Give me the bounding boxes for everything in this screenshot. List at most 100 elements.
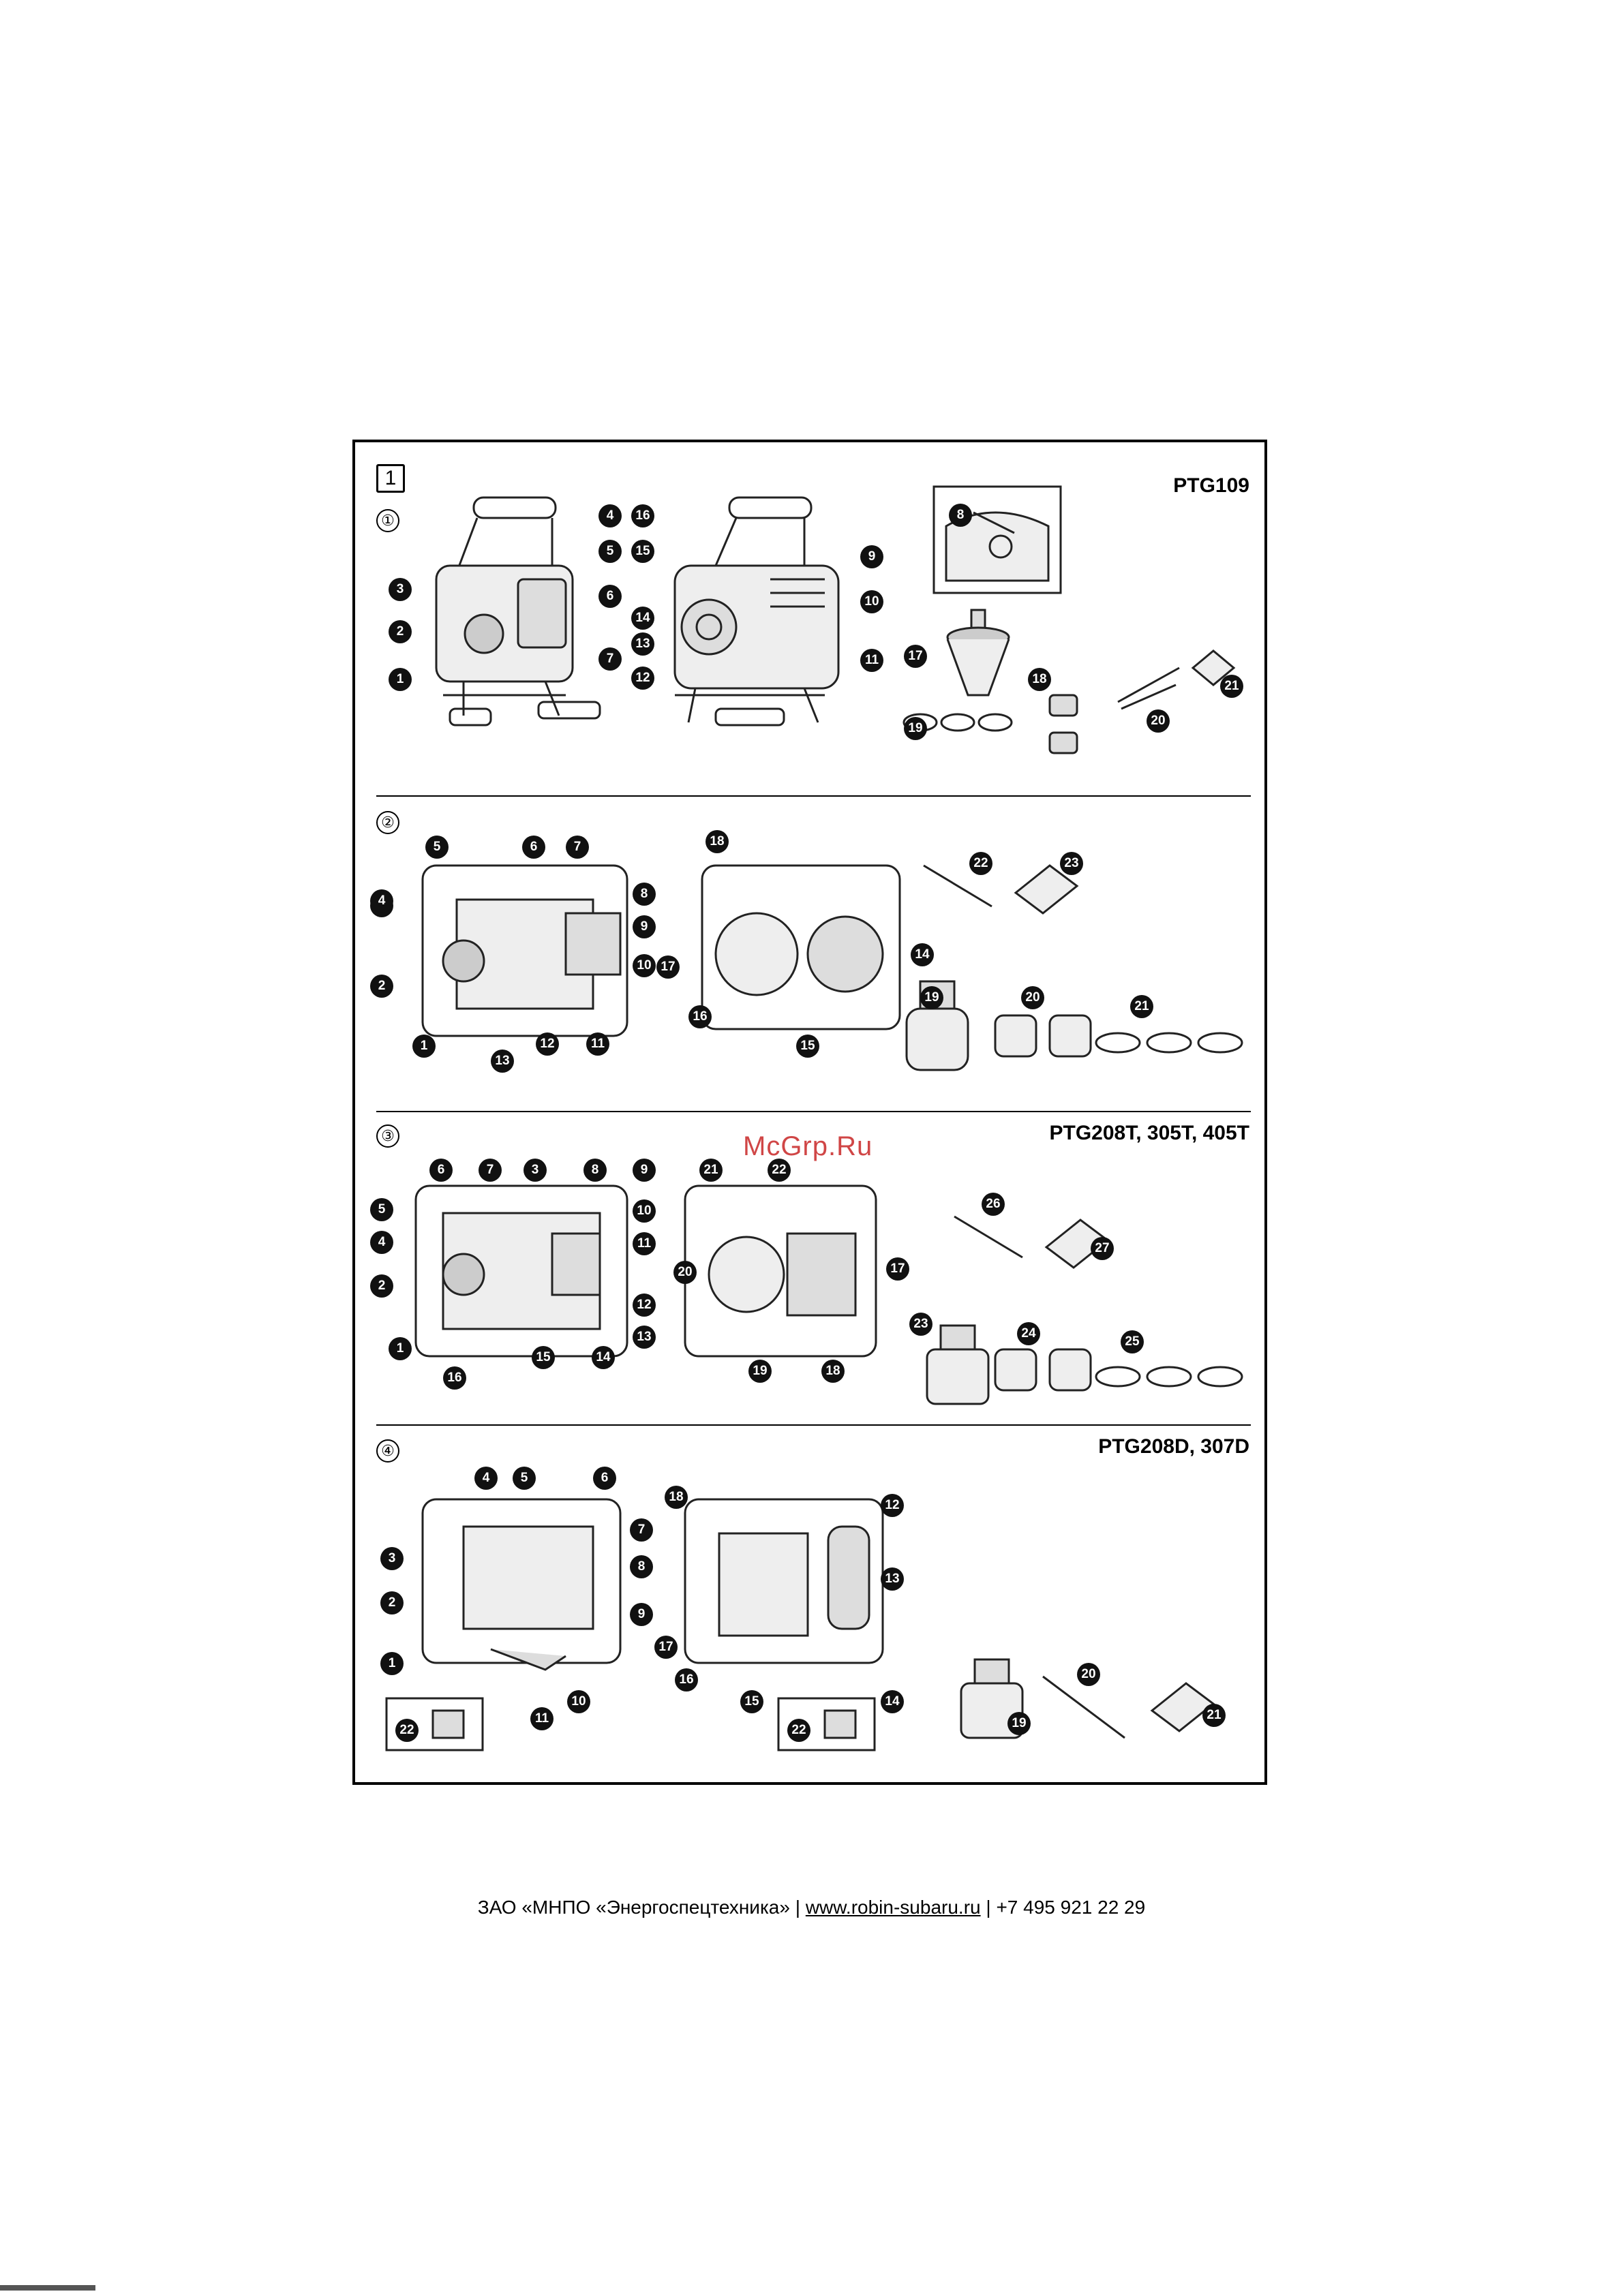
callout-s3-14: 14 bbox=[592, 1346, 615, 1369]
callout-s3-20: 20 bbox=[673, 1261, 697, 1284]
section3-clamps-illustration bbox=[1091, 1356, 1247, 1397]
callout-s1-6: 6 bbox=[598, 585, 622, 608]
callout-s3-21: 21 bbox=[699, 1159, 723, 1182]
callout-s1-10: 10 bbox=[860, 590, 883, 613]
callout-s1-17: 17 bbox=[904, 645, 927, 668]
callout-s2-7: 7 bbox=[566, 836, 589, 859]
section2-clamps-illustration bbox=[1091, 1022, 1247, 1063]
callout-s2-22: 22 bbox=[969, 852, 992, 875]
callout-s1-14: 14 bbox=[631, 607, 654, 630]
callout-s2-19: 19 bbox=[920, 986, 943, 1009]
section3-wrench-illustration bbox=[947, 1210, 1029, 1264]
figure-number: 1 bbox=[376, 464, 405, 493]
callout-s3-7: 7 bbox=[479, 1159, 502, 1182]
callout-s2-15: 15 bbox=[796, 1035, 819, 1058]
watermark-text: McGrp.Ru bbox=[743, 1131, 873, 1161]
pump-ptg109-front-illustration bbox=[409, 491, 620, 736]
callout-s3-19: 19 bbox=[748, 1360, 772, 1383]
footer-phone: +7 495 921 22 29 bbox=[996, 1897, 1146, 1918]
callout-s2-11: 11 bbox=[586, 1032, 609, 1056]
section-4-marker: ④ bbox=[376, 1439, 399, 1463]
callout-s2-20: 20 bbox=[1021, 986, 1044, 1009]
callout-s4-3: 3 bbox=[380, 1547, 404, 1570]
callout-s2-2: 2 bbox=[370, 975, 393, 998]
callout-s4-7: 7 bbox=[630, 1518, 653, 1542]
callout-s3-13: 13 bbox=[633, 1326, 656, 1349]
callout-s2-14: 14 bbox=[911, 943, 934, 966]
callout-s3-3: 3 bbox=[524, 1159, 547, 1182]
callout-s4-2: 2 bbox=[380, 1591, 404, 1614]
page-edge-bar bbox=[0, 2285, 95, 2291]
section-3-model: PTG208T, 305T, 405T bbox=[1049, 1122, 1250, 1144]
section3-couplings-illustration bbox=[988, 1336, 1097, 1404]
callout-s3-27: 27 bbox=[1091, 1237, 1114, 1260]
callout-s3-23: 23 bbox=[909, 1313, 932, 1336]
callout-s1-16: 16 bbox=[631, 504, 654, 527]
section4-wrench-illustration bbox=[1036, 1670, 1132, 1745]
callout-s2-23: 23 bbox=[1060, 852, 1083, 875]
callout-s4-22-left: 22 bbox=[395, 1719, 419, 1742]
callout-s4-17: 17 bbox=[654, 1636, 678, 1659]
callout-s2-18: 18 bbox=[706, 830, 729, 853]
callout-s3-6: 6 bbox=[429, 1159, 453, 1182]
pump-ptg109-rear-illustration bbox=[634, 491, 859, 736]
callout-s3-18: 18 bbox=[821, 1360, 845, 1383]
callout-s4-1: 1 bbox=[380, 1652, 404, 1675]
callout-s3-4: 4 bbox=[370, 1231, 393, 1254]
callout-s2-17: 17 bbox=[656, 955, 680, 979]
callout-s2-12: 12 bbox=[536, 1032, 559, 1056]
section3-strainer-illustration bbox=[920, 1322, 995, 1411]
callout-s3-1: 1 bbox=[389, 1337, 412, 1360]
callout-s1-11: 11 bbox=[860, 649, 883, 672]
callout-s2-8: 8 bbox=[633, 883, 656, 906]
callout-s1-9: 9 bbox=[860, 545, 883, 568]
pump-section4-rear-illustration bbox=[671, 1486, 903, 1683]
callout-s4-8: 8 bbox=[630, 1555, 653, 1578]
pump-section4-front-illustration bbox=[409, 1486, 641, 1683]
figure-frame bbox=[352, 440, 1267, 1785]
inset-detail-box bbox=[932, 485, 1062, 594]
callout-s3-12: 12 bbox=[633, 1294, 656, 1317]
section-1-model: PTG109 bbox=[1173, 474, 1249, 497]
footer-separator-2: | bbox=[986, 1897, 991, 1918]
callout-s2-13: 13 bbox=[491, 1050, 514, 1073]
section4-strainer-illustration bbox=[954, 1656, 1029, 1745]
footer-website-link[interactable]: www.robin-subaru.ru bbox=[805, 1897, 981, 1918]
footer-company: ЗАО «МНПО «Энергоспецтехника» bbox=[477, 1897, 790, 1918]
section2-couplings-illustration bbox=[988, 1002, 1097, 1070]
callout-s3-8: 8 bbox=[583, 1159, 607, 1182]
section-divider-3 bbox=[376, 1424, 1251, 1426]
callout-s3-17: 17 bbox=[886, 1257, 909, 1281]
callout-s2-5: 5 bbox=[425, 836, 449, 859]
callout-s4-6: 6 bbox=[593, 1467, 616, 1490]
callout-s3-15: 15 bbox=[532, 1346, 555, 1369]
callout-s2-10: 10 bbox=[633, 954, 656, 977]
callout-s3-25: 25 bbox=[1121, 1330, 1144, 1353]
callout-s2-6: 6 bbox=[522, 836, 545, 859]
hose-couplings-illustration bbox=[1036, 688, 1104, 763]
section-1-marker: ① bbox=[376, 509, 399, 532]
callout-s4-19: 19 bbox=[1007, 1712, 1031, 1735]
callout-s1-21: 21 bbox=[1220, 675, 1243, 698]
callout-s3-26: 26 bbox=[982, 1193, 1005, 1216]
callout-s3-9: 9 bbox=[633, 1159, 656, 1182]
callout-s3-5: 5 bbox=[370, 1198, 393, 1221]
callout-s1-8: 8 bbox=[949, 504, 972, 527]
callout-s4-12: 12 bbox=[881, 1494, 904, 1517]
callout-s4-13: 13 bbox=[881, 1567, 904, 1591]
section-2-marker: ② bbox=[376, 811, 399, 834]
footer-separator-1: | bbox=[795, 1897, 801, 1918]
callout-s3-16: 16 bbox=[443, 1366, 466, 1390]
callout-s1-20: 20 bbox=[1147, 709, 1170, 733]
callout-s4-21: 21 bbox=[1202, 1704, 1226, 1727]
callout-s3-22: 22 bbox=[768, 1159, 791, 1182]
callout-s3-11: 11 bbox=[633, 1232, 656, 1255]
callout-s4-10: 10 bbox=[567, 1690, 590, 1713]
section-3-marker: ③ bbox=[376, 1124, 399, 1148]
callout-s2-21: 21 bbox=[1130, 995, 1153, 1018]
pump-section3-rear-illustration bbox=[671, 1172, 890, 1370]
section-divider-1 bbox=[376, 795, 1251, 797]
callout-s4-11: 11 bbox=[530, 1707, 553, 1730]
section-4-model: PTG208D, 307D bbox=[1098, 1435, 1249, 1458]
callout-s4-9: 9 bbox=[630, 1603, 653, 1626]
